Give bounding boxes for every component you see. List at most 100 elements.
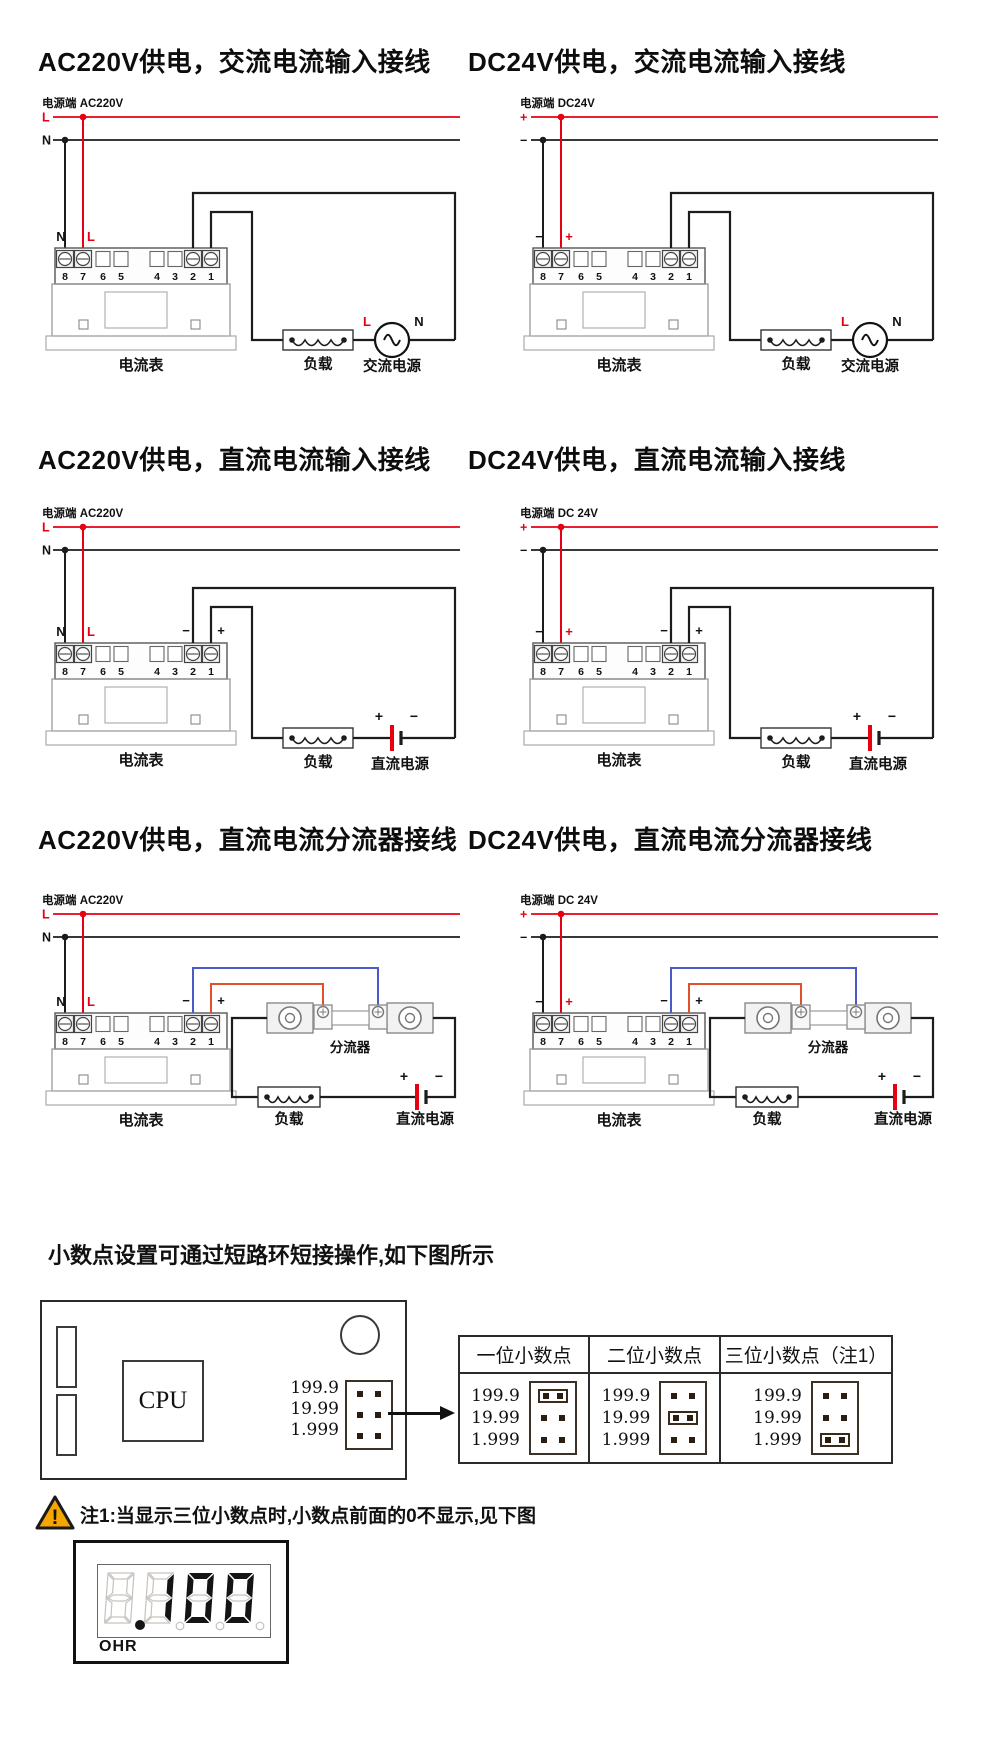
jumper-pin bbox=[540, 1415, 547, 1421]
input-loop-inner bbox=[687, 210, 761, 342]
terminal-pin-slot bbox=[573, 250, 589, 268]
load-label: 负载 bbox=[304, 753, 333, 771]
battery-plus-label: + bbox=[853, 708, 861, 724]
jumper-pin-block bbox=[659, 1381, 708, 1455]
sense-wire-negative bbox=[670, 967, 857, 1013]
power-terminal-label: 电源端 AC220V bbox=[42, 893, 123, 907]
input-pos-label: + bbox=[695, 623, 703, 638]
pin-row bbox=[668, 1433, 698, 1447]
coil-terminal-dot bbox=[819, 337, 825, 343]
jumper-pin bbox=[671, 1393, 678, 1399]
terminal-number: 4 bbox=[154, 666, 160, 678]
line-bottom-label: N bbox=[42, 931, 51, 945]
segment-c-on bbox=[244, 1598, 253, 1622]
terminal-number: 5 bbox=[596, 1036, 602, 1048]
coil-terminal-dot bbox=[289, 337, 295, 343]
diagram-title-6: DC24V供电，直流电流分流器接线 bbox=[468, 825, 873, 855]
input-neg-label: − bbox=[660, 993, 668, 1008]
meter-label: 电流表 bbox=[596, 1111, 642, 1129]
meter-foot bbox=[668, 714, 679, 725]
terminal-number: 8 bbox=[62, 666, 68, 678]
terminal-pin-slot bbox=[167, 250, 183, 268]
terminal-pin-slot bbox=[645, 1015, 661, 1033]
segment-e-on bbox=[184, 1598, 192, 1622]
coil-terminal-dot bbox=[308, 1094, 314, 1100]
terminal-number: 2 bbox=[190, 271, 196, 283]
table-header: 三位小数点（注1） bbox=[719, 1335, 893, 1374]
terminal-7-label: L bbox=[87, 229, 95, 244]
jumper-pin-block bbox=[345, 1380, 393, 1450]
terminal-pin-slot bbox=[591, 250, 607, 268]
junction-dot bbox=[557, 523, 565, 531]
input-loop-outer bbox=[669, 586, 935, 738]
input-neg-label: − bbox=[182, 993, 190, 1008]
battery-plus-label: + bbox=[878, 1068, 886, 1084]
terminal-number: 1 bbox=[208, 666, 214, 678]
source-label: 交流电源 bbox=[363, 357, 421, 375]
terminal-8-label: − bbox=[535, 624, 543, 639]
seven-segment-display bbox=[103, 1572, 265, 1631]
jumper-pin bbox=[689, 1437, 696, 1443]
power-terminal-label: 电源端 AC220V bbox=[42, 96, 123, 110]
load-label: 负载 bbox=[782, 355, 811, 373]
terminal-number: 1 bbox=[686, 1036, 692, 1048]
input-neg-label: − bbox=[660, 623, 668, 638]
segment-e-on bbox=[224, 1598, 232, 1622]
terminal-number: 7 bbox=[558, 666, 564, 678]
pin-row bbox=[820, 1389, 850, 1403]
input-loop-outer bbox=[669, 191, 935, 340]
terminal-number: 8 bbox=[62, 1036, 68, 1048]
terminal-number: 4 bbox=[154, 1036, 160, 1048]
decimal-point-off bbox=[255, 1621, 265, 1631]
coil-terminal-dot bbox=[289, 735, 295, 741]
sense-wire-positive bbox=[210, 983, 324, 1013]
meter-label: 电流表 bbox=[118, 751, 164, 769]
main-loop-right bbox=[427, 1016, 457, 1099]
terminal-number: 7 bbox=[80, 271, 86, 283]
seven-seg-digit-3 bbox=[184, 1573, 214, 1623]
meter-display-window bbox=[582, 1056, 646, 1084]
shunt-label: 分流器 bbox=[808, 1039, 849, 1055]
terminal-number: 4 bbox=[154, 271, 160, 283]
table-header: 二位小数点 bbox=[588, 1335, 721, 1374]
terminal-number: 1 bbox=[686, 271, 692, 283]
cpu-label: CPU bbox=[138, 1387, 188, 1414]
input-loop-inner bbox=[687, 605, 761, 740]
meter-foot bbox=[78, 714, 89, 725]
terminal-pin-slot bbox=[113, 645, 129, 663]
terminal-number: 3 bbox=[172, 1036, 178, 1048]
coil-terminal-dot bbox=[786, 1094, 792, 1100]
arrow-line bbox=[388, 1412, 442, 1415]
terminal-pin-slot bbox=[645, 645, 661, 663]
sine-wave-icon bbox=[861, 333, 879, 347]
junction-dot bbox=[61, 546, 69, 554]
meter-body bbox=[529, 1048, 709, 1092]
source-label: 交流电源 bbox=[841, 357, 899, 375]
cpu-chip: CPU bbox=[122, 1360, 204, 1442]
load-coil bbox=[769, 736, 823, 745]
meter-foot bbox=[668, 1074, 679, 1085]
shunt-bolt-center bbox=[762, 1012, 774, 1024]
terminal-8-label: N bbox=[56, 229, 65, 244]
meter-display-window bbox=[582, 686, 646, 724]
segment-g-off bbox=[147, 1594, 172, 1602]
terminal-pin-slot bbox=[113, 1015, 129, 1033]
source-live-label: L bbox=[363, 314, 371, 329]
table-cell: 199.9 19.99 1.999 bbox=[458, 1372, 590, 1464]
coil-terminal-dot bbox=[742, 1094, 748, 1100]
junction-dot bbox=[557, 910, 565, 918]
note-1-text: 注1:当显示三位小数点时,小数点前面的0不显示,见下图 bbox=[80, 1506, 537, 1527]
meter-foot bbox=[190, 714, 201, 725]
battery-minus-label: − bbox=[435, 1068, 443, 1084]
junction-dot bbox=[557, 113, 565, 121]
terminal-number: 2 bbox=[668, 271, 674, 283]
jumper-pin bbox=[687, 1415, 694, 1421]
decimal-point-off bbox=[175, 1621, 185, 1631]
meter-foot bbox=[190, 1074, 201, 1085]
line-bottom-label: N bbox=[42, 134, 51, 148]
jumper-pin bbox=[689, 1393, 696, 1399]
arrow-head-icon bbox=[440, 1406, 455, 1420]
